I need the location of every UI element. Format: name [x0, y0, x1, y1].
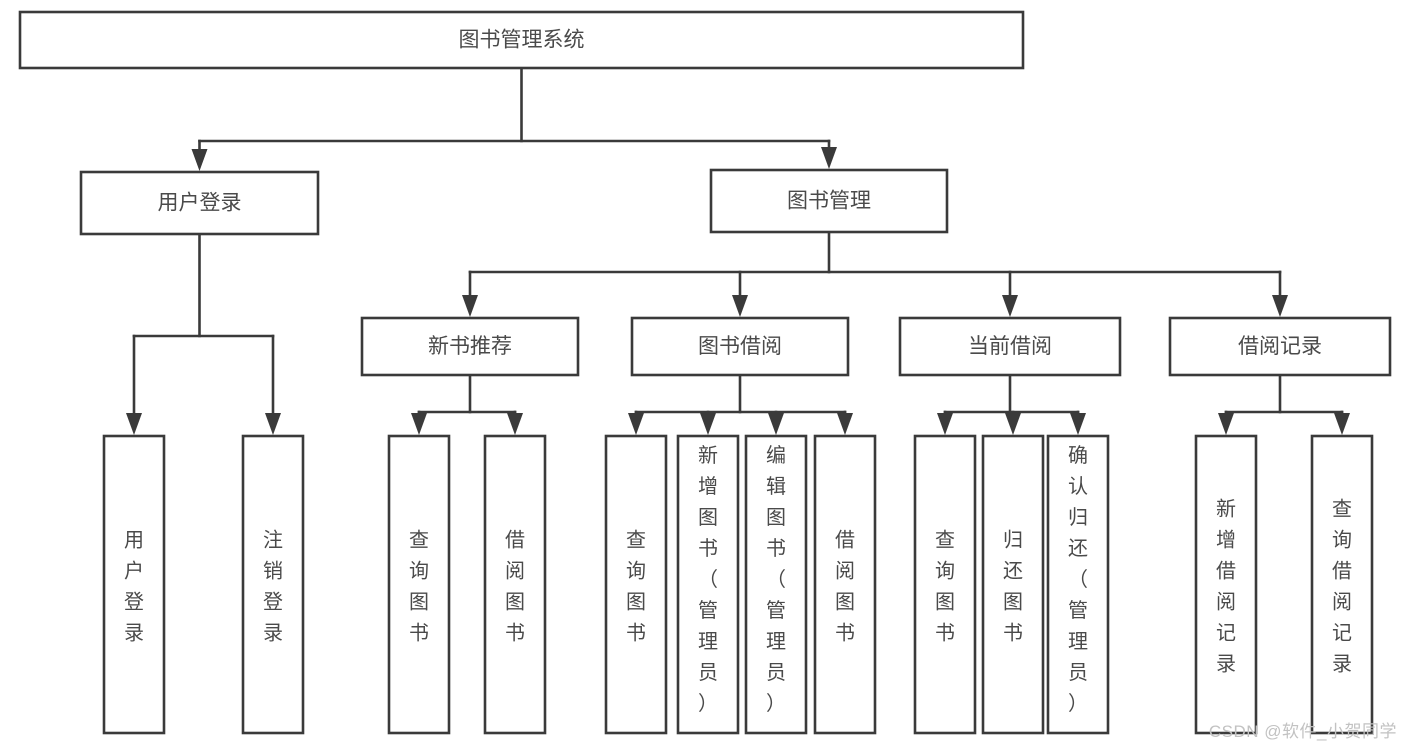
node-leaf-编辑图书管理员[interactable]: 编辑图书（管理员）: [744, 434, 808, 735]
node-leaf-用户登录[interactable]: 用户登录: [102, 434, 166, 735]
node-level1-用户登录[interactable]: 用户登录: [79, 170, 320, 236]
node-leaf-借阅图书[interactable]: 借阅图书: [483, 434, 547, 735]
node-box[interactable]: [1310, 434, 1374, 735]
node-box[interactable]: [241, 434, 305, 735]
node-level2-新书推荐[interactable]: 新书推荐: [360, 316, 580, 377]
node-level1-图书管理[interactable]: 图书管理: [709, 168, 949, 234]
arrow-head: [732, 295, 748, 317]
arrow-head: [462, 295, 478, 317]
node-leaf-查询图书[interactable]: 查询图书: [913, 434, 977, 735]
arrow-head: [1272, 295, 1288, 317]
node-label: 查询借阅记录: [1332, 498, 1352, 676]
arrow-head: [411, 413, 427, 435]
arrow-head: [821, 147, 837, 169]
node-box[interactable]: [676, 434, 740, 735]
arrow-head: [1002, 295, 1018, 317]
node-leaf-新增图书管理员[interactable]: 新增图书（管理员）: [676, 434, 740, 735]
node-label: 注销登录: [263, 529, 283, 645]
node-leaf-查询图书[interactable]: 查询图书: [604, 434, 668, 735]
node-label: 图书借阅: [698, 335, 782, 358]
node-box[interactable]: [360, 316, 580, 377]
node-box[interactable]: [102, 434, 166, 735]
node-label: 查询图书: [409, 529, 429, 645]
node-level2-图书借阅[interactable]: 图书借阅: [630, 316, 850, 377]
node-label: 查询图书: [935, 529, 955, 645]
arrow-head: [937, 413, 953, 435]
node-label: 借阅图书: [835, 529, 855, 645]
arrow-head: [628, 413, 644, 435]
arrow-head: [768, 413, 784, 435]
node-label: 新增图书（管理员）: [698, 444, 718, 715]
arrow-head: [700, 413, 716, 435]
node-label: 图书管理: [787, 190, 871, 213]
node-box[interactable]: [744, 434, 808, 735]
node-root-图书管理系统[interactable]: 图书管理系统: [18, 10, 1025, 70]
node-leaf-新增借阅记录[interactable]: 新增借阅记录: [1194, 434, 1258, 735]
arrow-head: [837, 413, 853, 435]
node-label: 图书管理系统: [459, 29, 585, 52]
node-box[interactable]: [1046, 434, 1110, 735]
node-level2-当前借阅[interactable]: 当前借阅: [898, 316, 1122, 377]
node-leaf-查询图书[interactable]: 查询图书: [387, 434, 451, 735]
node-box[interactable]: [483, 434, 547, 735]
node-leaf-查询借阅记录[interactable]: 查询借阅记录: [1310, 434, 1374, 735]
node-box[interactable]: [18, 10, 1025, 70]
node-label: 新增借阅记录: [1216, 498, 1236, 676]
node-leaf-注销登录[interactable]: 注销登录: [241, 434, 305, 735]
node-label: 编辑图书（管理员）: [766, 444, 786, 715]
node-label: 用户登录: [124, 530, 144, 645]
node-box[interactable]: [913, 434, 977, 735]
arrow-head: [1070, 413, 1086, 435]
node-box[interactable]: [1168, 316, 1392, 377]
node-box[interactable]: [1194, 434, 1258, 735]
node-box[interactable]: [387, 434, 451, 735]
node-label: 归还图书: [1003, 529, 1023, 645]
node-label: 借阅图书: [505, 529, 525, 645]
node-box[interactable]: [630, 316, 850, 377]
node-label: 查询图书: [626, 529, 646, 645]
connector-layer: [126, 66, 1350, 435]
node-label: 用户登录: [158, 192, 242, 215]
node-box[interactable]: [79, 170, 320, 236]
node-leaf-确认归还管理员[interactable]: 确认归还（管理员）: [1046, 434, 1110, 735]
node-leaf-借阅图书[interactable]: 借阅图书: [813, 434, 877, 735]
node-box[interactable]: [813, 434, 877, 735]
node-level2-借阅记录[interactable]: 借阅记录: [1168, 316, 1392, 377]
arrow-head: [265, 413, 281, 435]
node-box[interactable]: [981, 434, 1045, 735]
node-label: 当前借阅: [968, 335, 1052, 358]
arrow-head: [1334, 413, 1350, 435]
arrow-head: [507, 413, 523, 435]
node-layer: 图书管理系统用户登录图书管理新书推荐图书借阅当前借阅借阅记录用户登录注销登录查询…: [18, 10, 1392, 735]
watermark-label: CSDN @软件_小贺同学: [1208, 722, 1397, 741]
arrow-head: [126, 413, 142, 435]
node-label: 确认归还（管理员）: [1068, 444, 1088, 715]
node-box[interactable]: [604, 434, 668, 735]
node-box[interactable]: [898, 316, 1122, 377]
arrow-head: [1005, 413, 1021, 435]
node-label: 借阅记录: [1238, 335, 1322, 358]
node-box[interactable]: [709, 168, 949, 234]
node-label: 新书推荐: [428, 335, 512, 358]
node-leaf-归还图书[interactable]: 归还图书: [981, 434, 1045, 735]
arrow-head: [191, 149, 208, 171]
arrow-head: [1218, 413, 1234, 435]
